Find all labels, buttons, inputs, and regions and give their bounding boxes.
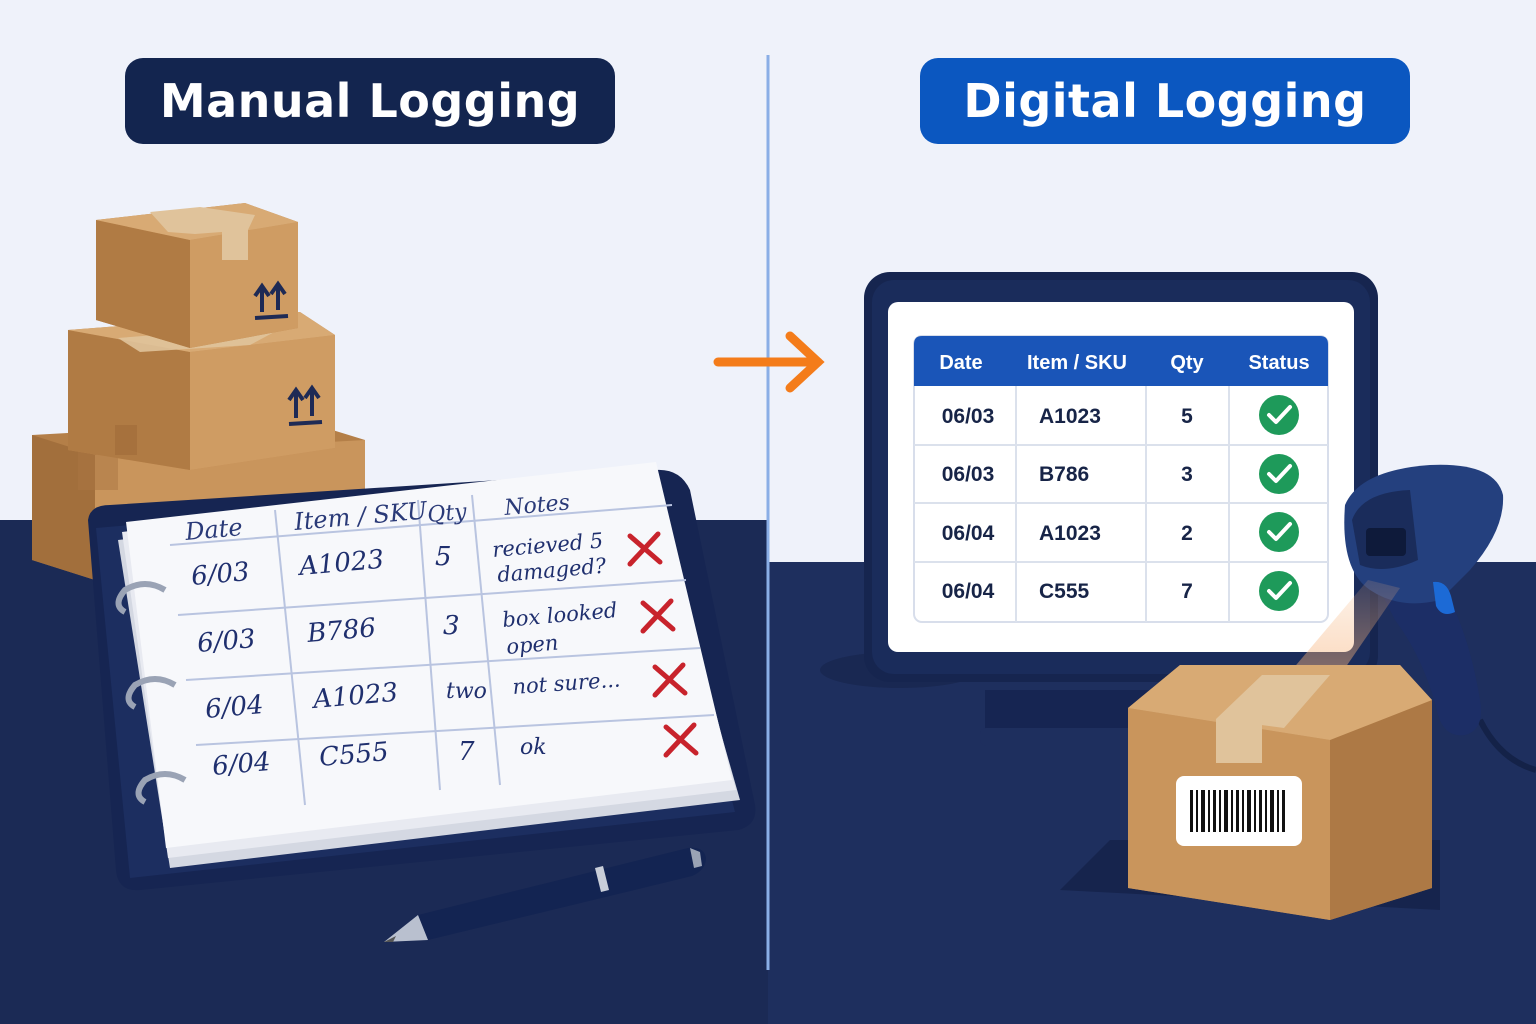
digital-row: 06/04 C555 7 [942, 580, 1193, 603]
manual-cell-qty: 7 [458, 737, 475, 767]
logbook [88, 462, 756, 891]
check-circle-icon [1259, 395, 1299, 435]
manual-cell-date: 6/03 [196, 624, 257, 659]
arrow-right-icon [713, 331, 825, 393]
manual-header-date: Date [183, 513, 244, 546]
manual-cell-note: ok [520, 735, 547, 760]
monitor [820, 272, 1378, 746]
manual-cell-date: 6/03 [190, 557, 251, 592]
binder-ring-icon [115, 581, 187, 805]
scanned-box [1128, 665, 1432, 920]
digital-cell-sku: A1023 [1039, 405, 1101, 428]
manual-header-qty: Qty [426, 500, 468, 528]
check-circle-icon [1259, 512, 1299, 552]
manual-cell-note: open [505, 631, 559, 659]
manual-cell-qty: 3 [443, 611, 460, 641]
digital-cell-qty: 2 [1181, 522, 1193, 545]
digital-header-status: Status [1248, 352, 1309, 374]
scan-beam [1275, 580, 1400, 690]
digital-cell-date: 06/03 [942, 463, 995, 486]
digital-cell-date: 06/04 [942, 580, 995, 603]
manual-logging-title: Manual Logging [125, 58, 615, 144]
digital-logging-title: Digital Logging [920, 58, 1410, 144]
error-x-icon [652, 662, 688, 698]
digital-header-qty: Qty [1170, 352, 1204, 374]
digital-cell-qty: 5 [1181, 405, 1193, 428]
check-circle-icon [1259, 571, 1299, 611]
check-circle-icon [1259, 454, 1299, 494]
pen-icon [384, 847, 706, 942]
digital-row: 06/03 B786 3 [942, 463, 1193, 486]
this-side-up-icon [253, 280, 289, 320]
barcode-scanner-icon [1344, 464, 1536, 773]
error-x-icon [663, 722, 699, 758]
this-side-up-icon [287, 384, 323, 426]
manual-row: 6/04 C555 7 ok [211, 735, 547, 782]
digital-cell-sku: C555 [1039, 580, 1090, 603]
error-x-icon [640, 598, 676, 634]
manual-cell-qty: two [446, 679, 487, 704]
digital-row: 06/04 A1023 2 [942, 522, 1193, 545]
digital-cell-sku: A1023 [1039, 522, 1101, 545]
manual-cell-date: 6/04 [211, 747, 272, 782]
digital-header-date: Date [939, 352, 982, 374]
manual-row: 6/03 A1023 5 recieved 5 damaged? [190, 528, 608, 592]
barcode-icon [1176, 776, 1302, 846]
digital-row: 06/03 A1023 5 [942, 405, 1193, 428]
digital-cell-qty: 3 [1181, 463, 1193, 486]
manual-cell-sku: C555 [318, 737, 390, 773]
digital-cell-qty: 7 [1181, 580, 1193, 603]
digital-cell-date: 06/04 [942, 522, 995, 545]
manual-cell-date: 6/04 [204, 690, 265, 725]
manual-cell-sku: B786 [305, 613, 377, 649]
digital-cell-sku: B786 [1039, 463, 1089, 486]
error-x-icon [627, 531, 663, 567]
digital-cell-date: 06/03 [942, 405, 995, 428]
manual-cell-qty: 5 [435, 542, 452, 572]
digital-header-sku: Item / SKU [1027, 352, 1127, 374]
manual-header-notes: Notes [502, 490, 571, 521]
